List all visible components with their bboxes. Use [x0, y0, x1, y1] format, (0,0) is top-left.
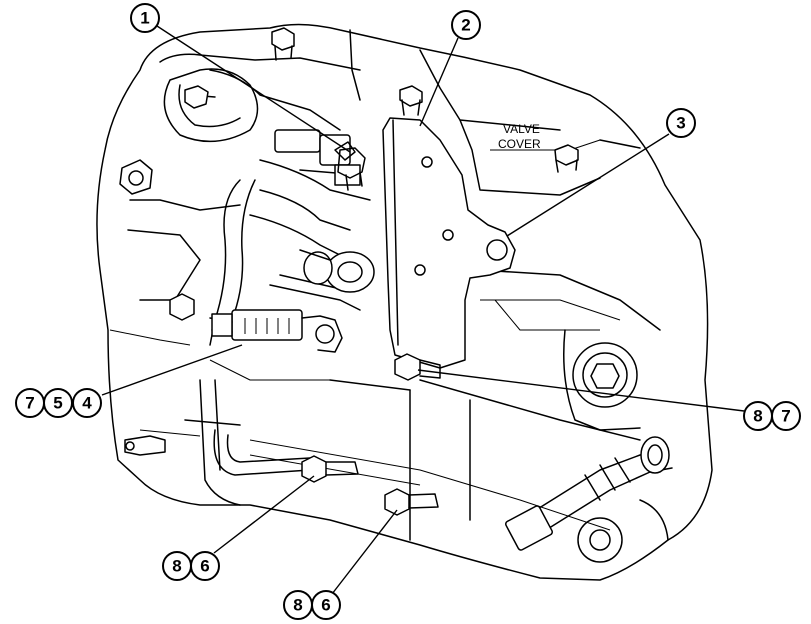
callout-4[interactable]: 4 [72, 388, 102, 418]
callout-7-left[interactable]: 7 [15, 388, 45, 418]
callout-8-middle[interactable]: 8 [162, 551, 192, 581]
engine-block-drawing [96, 23, 713, 581]
leader-line-8-6a [213, 475, 315, 554]
callout-1[interactable]: 1 [130, 3, 160, 33]
callout-6-bottom[interactable]: 6 [311, 590, 341, 620]
callout-7-right[interactable]: 7 [771, 401, 801, 431]
valve-cover-annotation: VALVE COVER [498, 122, 541, 151]
callout-8-right[interactable]: 8 [743, 401, 773, 431]
callout-6-middle[interactable]: 6 [190, 551, 220, 581]
callout-8-bottom[interactable]: 8 [283, 590, 313, 620]
leader-line-4 [101, 344, 243, 396]
callout-3[interactable]: 3 [666, 108, 696, 138]
leader-line-8-6b [331, 509, 398, 595]
leader-line-3 [506, 133, 670, 237]
valve-cover-label-line-1: VALVE [503, 122, 540, 136]
leader-line-1 [156, 25, 351, 153]
callout-2[interactable]: 2 [451, 10, 481, 40]
leader-line-2 [419, 37, 459, 127]
callout-5[interactable]: 5 [43, 388, 73, 418]
valve-cover-label-line-2: COVER [498, 137, 541, 151]
leader-line-8-7 [417, 369, 745, 412]
leader-lines [101, 25, 745, 595]
